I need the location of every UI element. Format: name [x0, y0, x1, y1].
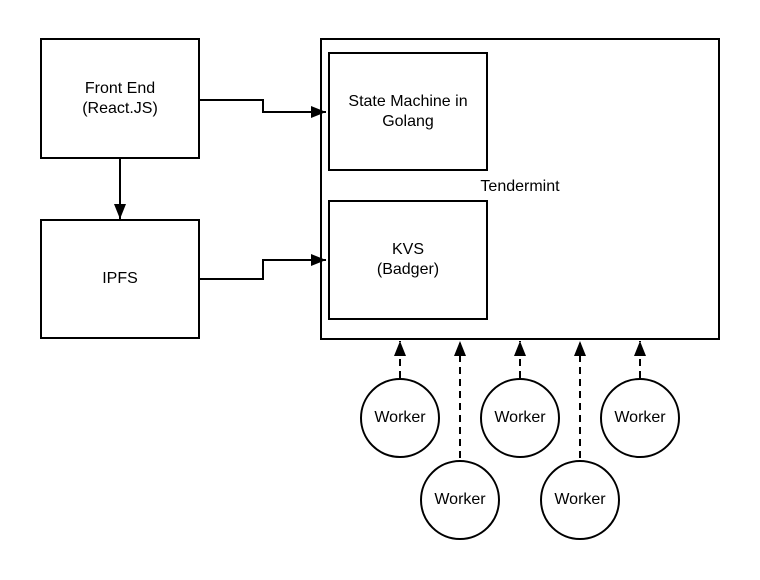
node-state-machine-label: State Machine in Golang — [348, 92, 468, 130]
node-worker-1-label: Worker — [374, 409, 426, 426]
node-worker-4-label: Worker — [434, 491, 486, 508]
node-worker-4: Worker — [420, 460, 500, 540]
edge-ipfs-to-kvs — [200, 254, 326, 280]
node-kvs-label: KVS (Badger) — [376, 241, 440, 278]
node-ipfs-label: IPFS — [102, 270, 138, 287]
node-worker-3-label: Worker — [614, 409, 666, 426]
node-worker-5: Worker — [540, 460, 620, 540]
node-kvs: KVS (Badger) — [328, 200, 488, 320]
node-ipfs: IPFS — [40, 219, 200, 339]
node-frontend: Front End (React.JS) — [40, 38, 200, 159]
node-worker-2-label: Worker — [494, 409, 546, 426]
node-worker-3: Worker — [600, 378, 680, 458]
node-worker-2: Worker — [480, 378, 560, 458]
node-state-machine: State Machine in Golang — [328, 52, 488, 171]
tendermint-container-label: Tendermint — [480, 178, 560, 195]
node-worker-1: Worker — [360, 378, 440, 458]
node-worker-5-label: Worker — [554, 491, 606, 508]
node-frontend-label: Front End (React.JS) — [82, 79, 158, 117]
edge-frontend-to-state-machine — [200, 99, 326, 118]
